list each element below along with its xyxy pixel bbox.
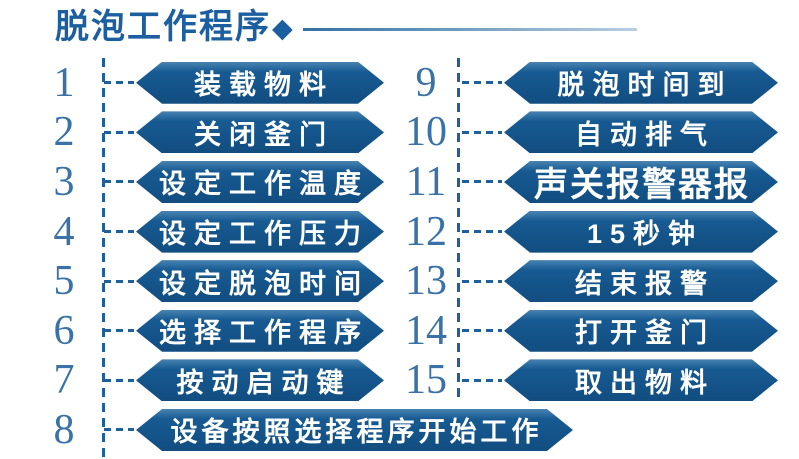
- step-number: 8: [53, 406, 75, 453]
- connector-dashes: [462, 230, 502, 234]
- step-label: 结束报警: [575, 268, 715, 299]
- step-row: 12 15秒钟: [400, 207, 799, 257]
- step-row: 10 自动排气: [400, 108, 799, 158]
- steps-column-left: 1 装载物料 2 关闭釜门 3 设定工作温度 4 设定工作压力 5 设定脱泡时间: [40, 58, 600, 457]
- step-number: 4: [53, 208, 75, 255]
- step-row: 15 取出物料: [400, 356, 799, 406]
- step-label: 按动启动键: [176, 367, 352, 398]
- step-capsule: 声关报警器报: [504, 161, 778, 203]
- page-header: 脱泡工作程序 ◆: [55, 8, 637, 48]
- step-capsule: 自动排气: [504, 111, 778, 153]
- step-capsule: 取出物料: [504, 359, 778, 401]
- step-row: 9 脱泡时间到: [400, 58, 799, 108]
- step-number: 14: [405, 307, 447, 354]
- step-capsule: 按动启动键: [136, 359, 384, 401]
- step-label: 装载物料: [194, 70, 334, 101]
- step-label: 设定工作温度: [159, 169, 369, 200]
- step-number: 9: [415, 59, 437, 106]
- step-row: 2 关闭釜门: [40, 108, 600, 158]
- step-label: 设定脱泡时间: [159, 268, 369, 299]
- step-label: 15秒钟: [586, 219, 704, 250]
- step-label: 打开釜门: [575, 318, 715, 349]
- step-capsule: 结束报警: [504, 260, 778, 302]
- step-capsule: 设定脱泡时间: [136, 260, 384, 302]
- page-title: 脱泡工作程序: [55, 9, 271, 46]
- step-row: 5 设定脱泡时间: [40, 256, 600, 306]
- step-number: 7: [53, 357, 75, 404]
- step-number: 12: [405, 208, 447, 255]
- step-capsule: 脱泡时间到: [504, 62, 778, 104]
- step-label: 声关报警器报: [534, 166, 750, 203]
- connector-dashes: [462, 180, 502, 184]
- step-capsule: 选择工作程序: [136, 310, 384, 352]
- step-number: 1: [53, 59, 75, 106]
- step-label: 自动排气: [575, 119, 715, 150]
- connector-dashes: [104, 329, 134, 333]
- step-capsule: 15秒钟: [504, 211, 778, 253]
- step-label: 设定工作压力: [159, 219, 369, 250]
- step-number: 13: [405, 258, 447, 305]
- connector-dashes: [104, 130, 134, 134]
- connector-dashes: [104, 428, 134, 432]
- step-row: 7 按动启动键: [40, 356, 600, 406]
- step-capsule: 打开釜门: [504, 310, 778, 352]
- step-capsule: 设备按照选择程序开始工作: [136, 409, 573, 451]
- step-row: 6 选择工作程序: [40, 306, 600, 356]
- step-number: 15: [405, 357, 447, 404]
- step-number: 3: [53, 158, 75, 205]
- step-row: 4 设定工作压力: [40, 207, 600, 257]
- step-row: 14 打开釜门: [400, 306, 799, 356]
- connector-dashes: [462, 279, 502, 283]
- step-capsule: 关闭釜门: [136, 111, 384, 153]
- step-label: 取出物料: [575, 367, 715, 398]
- connector-dashes: [462, 378, 502, 382]
- step-row: 11 声关报警器报: [400, 157, 799, 207]
- step-capsule: 装载物料: [136, 62, 384, 104]
- diamond-icon: ◆: [272, 13, 293, 43]
- steps-column-right: 9 脱泡时间到 10 自动排气 11 声关报警器报 12 15秒钟 13 结束报…: [400, 58, 799, 405]
- step-number: 2: [53, 109, 75, 156]
- connector-dashes: [104, 279, 134, 283]
- connector-dashes: [104, 230, 134, 234]
- step-row: 1 装载物料: [40, 58, 600, 108]
- step-label: 设备按照选择程序开始工作: [170, 417, 543, 448]
- step-row: 13 结束报警: [400, 256, 799, 306]
- connector-dashes: [462, 81, 502, 85]
- step-number: 6: [53, 307, 75, 354]
- connector-dashes: [104, 81, 134, 85]
- step-label: 关闭釜门: [194, 119, 334, 150]
- step-capsule: 设定工作压力: [136, 211, 384, 253]
- step-number: 11: [405, 158, 447, 205]
- step-row: 8 设备按照选择程序开始工作: [40, 405, 600, 455]
- step-number: 5: [53, 258, 75, 305]
- step-label: 选择工作程序: [159, 318, 369, 349]
- connector-dashes: [462, 329, 502, 333]
- step-row: 3 设定工作温度: [40, 157, 600, 207]
- step-capsule: 设定工作温度: [136, 161, 384, 203]
- connector-dashes: [104, 378, 134, 382]
- step-label: 脱泡时间到: [557, 70, 733, 101]
- connector-dashes: [462, 130, 502, 134]
- connector-dashes: [104, 180, 134, 184]
- title-rule: [302, 27, 637, 31]
- step-number: 10: [405, 109, 447, 156]
